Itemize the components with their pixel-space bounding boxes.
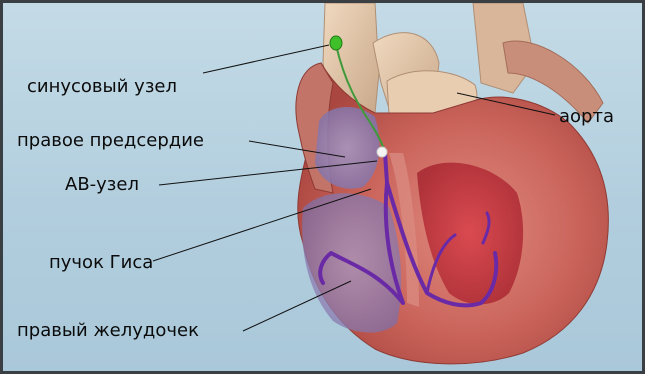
label-bundle-of-his: пучок Гиса — [49, 253, 153, 273]
av-node-marker — [377, 147, 387, 157]
label-right-atrium: правое предсердие — [17, 131, 204, 151]
label-sinus-node: синусовый узел — [27, 77, 177, 97]
right-atrium-chamber — [315, 107, 379, 189]
sinus-node-marker — [330, 36, 342, 50]
bundle-of-his-path — [385, 153, 387, 183]
label-av-node: АВ-узел — [65, 175, 139, 195]
label-aorta: аорта — [559, 107, 614, 127]
label-right-ventricle: правый желудочек — [17, 321, 199, 341]
